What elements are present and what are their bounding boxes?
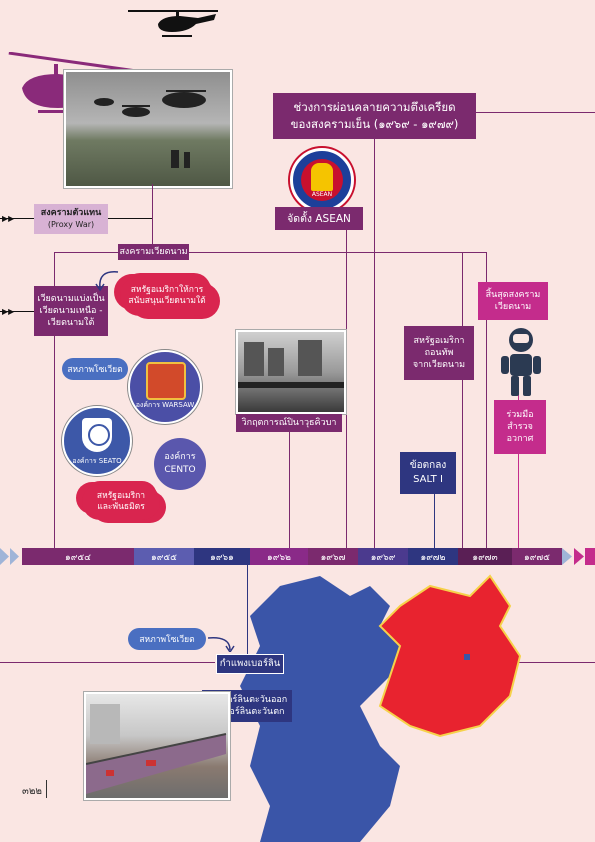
us-withdraw-box: สหรัฐอเมริกา ถอนทัพ จากเวียดนาม xyxy=(404,326,474,380)
arrow-icon: ▶▶ xyxy=(2,307,15,316)
us-support-line-2: สนับสนุนเวียดนามใต้ xyxy=(128,296,206,306)
curved-arrow-icon xyxy=(208,637,235,652)
proxy-war-box: สงครามตัวแทน (Proxy War) xyxy=(34,204,108,234)
east-germany-shape xyxy=(378,574,522,738)
title-line-2: ของสงครามเย็น (๑๙๖๙ - ๑๙๗๙) xyxy=(290,117,459,131)
warsaw-pact-seal: องค์การ WARSAW xyxy=(128,350,202,424)
proxy-war-label: สงครามตัวแทน xyxy=(40,208,102,218)
end-vietnam-war-box: สิ้นสุดสงคราม เวียดนาม xyxy=(478,282,548,320)
cento-circle: องค์การ CENTO xyxy=(154,438,206,490)
proxy-war-english: (Proxy War) xyxy=(47,220,95,229)
salt-line-1: ข้อตกลง xyxy=(409,460,447,471)
crisis-photo xyxy=(236,330,346,414)
vietnam-split-box: เวียดนามแบ่งเป็น เวียดนามเหนือ - เวียดนา… xyxy=(34,286,108,336)
berlin-wall-photo xyxy=(84,692,230,800)
timeline-year: ๑๙๗๕ xyxy=(512,548,562,565)
us-allies-cloud: สหรัฐอเมริกาและพันธมิตร xyxy=(82,484,160,520)
berlin-divide-line-1: กั้นเบอร์ลินตะวันออก xyxy=(206,695,288,705)
curved-arrow-icon xyxy=(95,271,119,292)
us-support-south-cloud: สหรัฐอเมริกาให้การสนับสนุนเวียดนามใต้ xyxy=(120,276,214,316)
space-coop-line-3: อวกาศ xyxy=(506,434,534,444)
us-withdraw-line-1: สหรัฐอเมริกา xyxy=(413,336,465,346)
salt-agreement-box: ข้อตกลง SALT I xyxy=(400,452,456,494)
timeline-year: ๑๙๕๔ xyxy=(22,548,134,565)
berlin-divide-line-2: กับเบอร์ลินตะวันตก xyxy=(209,707,285,717)
end-vietnam-line-2: เวียดนาม xyxy=(494,302,532,312)
us-allies-line-1: สหรัฐอเมริกา xyxy=(96,491,146,501)
helicopter-icon xyxy=(128,10,218,37)
page-number: ๓๒๒ xyxy=(22,786,43,797)
salt-line-2: SALT I xyxy=(413,474,443,485)
soviet-union-bubble-bottom: สหภาพโซเวียต xyxy=(128,628,206,650)
us-allies-line-2: และพันธมิตร xyxy=(97,502,145,512)
asean-logo-text: ASEAN xyxy=(311,191,333,198)
soviet-union-bubble: สหภาพโซเวียต xyxy=(62,358,128,380)
title-line-1: ช่วงการผ่อนคลายความตึงเครียด xyxy=(293,100,456,114)
timeline-year: ๑๙๖๙ xyxy=(358,548,408,565)
timeline-year: ๑๙๗๓ xyxy=(458,548,512,565)
vietnam-split-line-2: เวียดนามเหนือ - xyxy=(39,306,103,316)
space-coop-line-1: ร่วมมือ xyxy=(506,410,534,420)
timeline-year: ๑๙๕๕ xyxy=(134,548,194,565)
berlin-wall-box: กำแพงเบอร์ลิน xyxy=(216,654,284,674)
west-germany-shape xyxy=(240,576,400,842)
seato-seal: องค์การ SEATO xyxy=(62,406,132,476)
end-vietnam-line-1: สิ้นสุดสงคราม xyxy=(485,290,541,300)
page-number-divider xyxy=(46,780,47,798)
timeline-year: ๑๙๖๗ xyxy=(308,548,358,565)
timeline-year: ๑๙๗๒ xyxy=(408,548,458,565)
asean-logo: ASEAN xyxy=(290,148,354,212)
vietnam-split-line-3: เวียดนามใต้ xyxy=(47,318,95,328)
cento-line-1: องค์การ xyxy=(164,452,196,462)
vietnam-war-box: สงครามเวียดนาม xyxy=(118,244,189,260)
seato-seal-text: องค์การ SEATO xyxy=(72,457,122,465)
astronaut-icon xyxy=(501,328,541,396)
arrow-icon: ▶▶ xyxy=(2,214,15,223)
vietnam-war-photo xyxy=(64,70,232,188)
asean-founded-box: จัดตั้ง ASEAN xyxy=(275,207,363,230)
us-withdraw-line-3: จากเวียดนาม xyxy=(412,360,466,370)
space-cooperation-box: ร่วมมือ สำรวจ อวกาศ xyxy=(494,400,546,454)
crisis-box: วิกฤตการณ์ปินาวุธคิวบา xyxy=(236,414,342,432)
vietnam-split-line-1: เวียดนามแบ่งเป็น xyxy=(37,294,105,304)
west-berlin-marker xyxy=(464,654,470,660)
space-coop-line-2: สำรวจ xyxy=(507,422,533,432)
timeline-start-arrows xyxy=(0,548,22,565)
cento-line-2: CENTO xyxy=(164,465,196,475)
us-withdraw-line-2: ถอนทัพ xyxy=(424,348,454,358)
timeline-end-arrows xyxy=(562,548,595,565)
timeline-year: ๑๙๖๑ xyxy=(194,548,250,565)
detente-title-box: ช่วงการผ่อนคลายความตึงเครียด ของสงครามเย… xyxy=(273,93,476,139)
germany-map xyxy=(240,574,522,842)
warsaw-seal-text: องค์การ WARSAW xyxy=(135,401,195,409)
timeline-year: ๑๙๖๒ xyxy=(250,548,308,565)
us-support-line-1: สหรัฐอเมริกาให้การ xyxy=(130,285,204,295)
